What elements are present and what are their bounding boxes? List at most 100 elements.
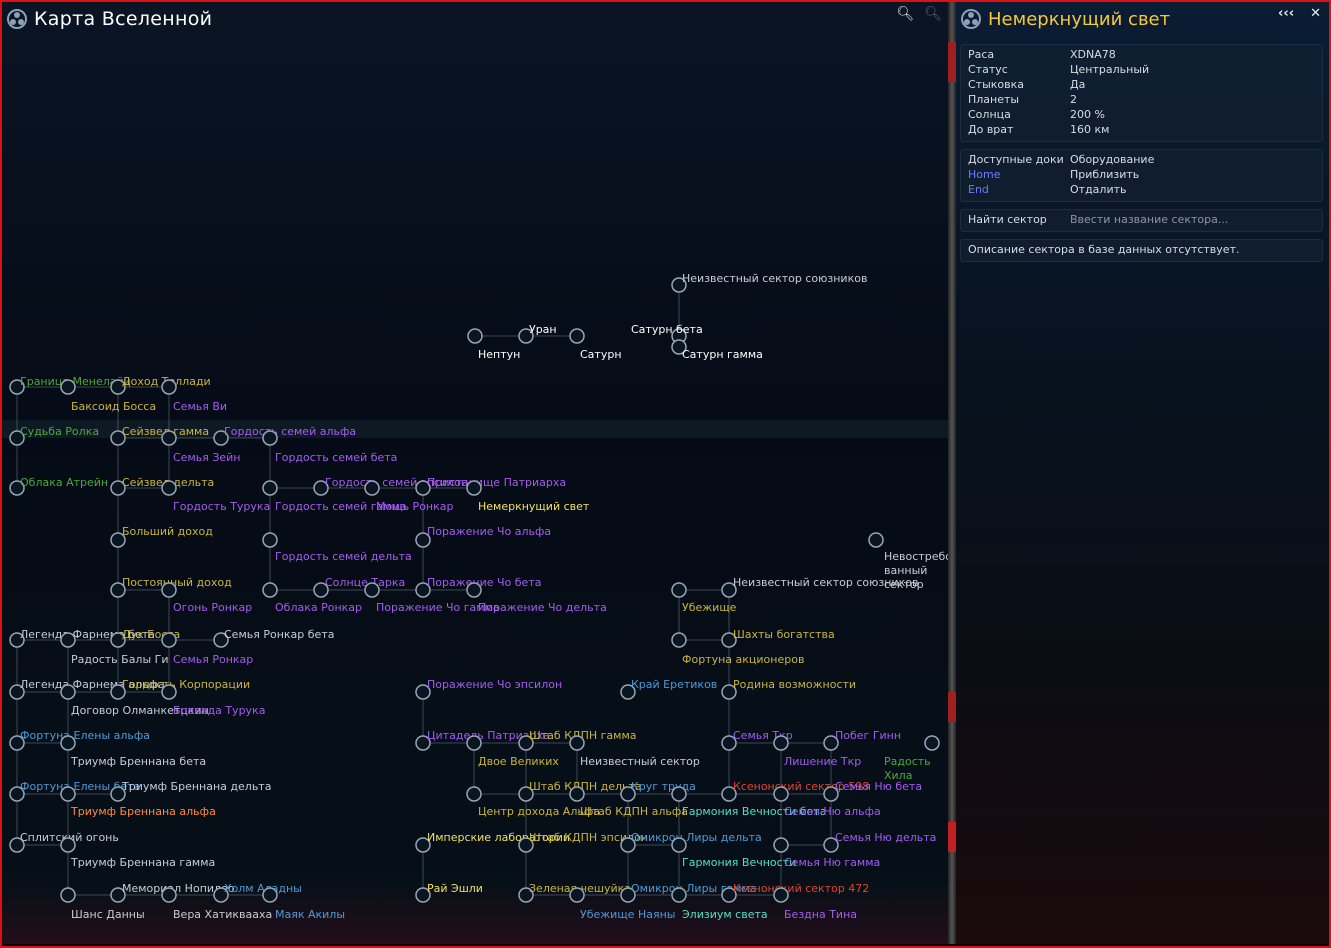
sector-node[interactable]: Облака Ронкар: [262, 582, 362, 614]
sector-node[interactable]: Триумф Бреннана гамма: [60, 837, 215, 869]
sector-node[interactable]: Штаб КДПН дельта: [518, 780, 642, 802]
sector-label[interactable]: Уран: [529, 323, 557, 336]
sector-node[interactable]: Цитадель Патриарха: [415, 729, 550, 751]
sector-gate-icon[interactable]: [60, 837, 76, 853]
sector-gate-icon[interactable]: [823, 735, 839, 751]
sector-gate-icon[interactable]: [60, 684, 76, 700]
sector-label[interactable]: Шахты богатства: [733, 628, 835, 641]
sector-label[interactable]: Лишение Ткр: [784, 755, 861, 768]
sector-gate-icon[interactable]: [415, 837, 431, 853]
sector-gate-icon[interactable]: [262, 582, 278, 598]
sector-gate-icon[interactable]: [773, 735, 789, 751]
sector-gate-icon[interactable]: [518, 328, 534, 344]
sector-gate-icon[interactable]: [823, 786, 839, 802]
sector-node[interactable]: Облака Атрейн: [9, 476, 108, 496]
sector-node[interactable]: Убежище Наяны: [569, 887, 675, 921]
sector-label[interactable]: Поражение Чо дельта: [478, 601, 607, 614]
sector-label[interactable]: Баксоид Босса: [71, 400, 156, 413]
sector-label[interactable]: Мощь Ронкар: [376, 500, 454, 513]
sector-node[interactable]: Неизвестный сектор: [569, 735, 700, 768]
sector-node[interactable]: Радость Балы Ги: [60, 632, 169, 666]
sector-gate-icon[interactable]: [467, 328, 483, 344]
sector-label[interactable]: Облака Атрейн: [20, 476, 108, 489]
sector-node[interactable]: Штаб КДПН эпсилон: [518, 831, 648, 853]
sector-gate-icon[interactable]: [518, 735, 534, 751]
sector-gate-icon[interactable]: [466, 480, 482, 496]
sector-gate-icon[interactable]: [161, 887, 177, 903]
sector-node[interactable]: Маяк Акилы: [262, 887, 345, 921]
sector-node[interactable]: Гордость Корпорации: [110, 678, 250, 700]
sector-gate-icon[interactable]: [620, 837, 636, 853]
sector-gate-icon[interactable]: [110, 684, 126, 700]
sector-label[interactable]: Пристанище Патриарха: [427, 476, 566, 489]
sector-gate-icon[interactable]: [213, 632, 229, 648]
sector-gate-icon[interactable]: [9, 379, 25, 395]
sector-node[interactable]: Пристанище Патриарха: [415, 476, 566, 496]
sector-label[interactable]: Сатурн гамма: [682, 348, 763, 361]
sector-gate-icon[interactable]: [518, 887, 534, 903]
sector-label[interactable]: Поражение Чо эпсилон: [427, 678, 562, 691]
sector-label[interactable]: Сатурн бета: [631, 323, 703, 336]
sector-node[interactable]: Гордость семей бета: [262, 430, 397, 464]
sector-node[interactable]: Побег Гинн: [823, 729, 901, 751]
sector-node[interactable]: Нептун: [467, 328, 520, 361]
sector-node[interactable]: Семья Ню альфа: [773, 786, 881, 818]
close-button[interactable]: ✕: [1310, 6, 1321, 21]
sector-label[interactable]: Гармония Вечности бета: [682, 805, 826, 818]
sector-gate-icon[interactable]: [620, 786, 636, 802]
sector-label[interactable]: Триумф Бреннана дельта: [121, 780, 271, 793]
sector-node[interactable]: Мемориал Нопилео: [110, 882, 235, 903]
sector-gate-icon[interactable]: [262, 887, 278, 903]
sector-label[interactable]: Побег Гинн: [835, 729, 901, 742]
sector-label[interactable]: Семья Ню бета: [835, 780, 922, 793]
sector-label[interactable]: Семья Ню альфа: [784, 805, 881, 818]
sector-node[interactable]: Семья Ви: [161, 379, 227, 413]
sector-label[interactable]: Легенда Фарнема альфа: [20, 678, 165, 691]
sector-label[interactable]: Штаб КДПН гамма: [529, 729, 637, 742]
sector-node[interactable]: Центр дохода Альфа: [466, 786, 600, 818]
sector-node[interactable]: Постоянный доход: [110, 576, 232, 598]
sector-gate-icon[interactable]: [773, 786, 789, 802]
sector-node[interactable]: Убежище: [671, 582, 737, 614]
sector-label[interactable]: Неизвестный сектор союзников: [682, 272, 867, 285]
sector-search-input[interactable]: Ввести название сектора...: [1070, 213, 1229, 226]
sector-gate-icon[interactable]: [364, 582, 380, 598]
sector-node[interactable]: Огонь Ронкар: [161, 582, 252, 614]
sector-node[interactable]: Двое Великих: [466, 735, 559, 768]
sector-node[interactable]: Фортуна Елены альфа: [9, 729, 150, 751]
sector-node[interactable]: Сатурн бета: [631, 323, 703, 344]
sector-label[interactable]: Поражение Чо альфа: [427, 525, 551, 538]
sector-node[interactable]: Легенда Фарнема альфа: [9, 678, 165, 700]
sector-label[interactable]: Радость Балы Ги: [71, 653, 169, 666]
sector-label[interactable]: Омикрон Лиры дельта: [631, 831, 762, 844]
sector-gate-icon[interactable]: [823, 837, 839, 853]
sector-node[interactable]: Семья Ронкар: [161, 632, 253, 666]
sector-label[interactable]: Больший доход: [122, 525, 213, 538]
sector-label[interactable]: Поражение Чо гамма: [376, 601, 500, 614]
sector-node[interactable]: Гармония Вечности: [671, 837, 796, 869]
sector-node[interactable]: Уран: [518, 323, 557, 344]
sector-label[interactable]: Маяк Акилы: [275, 908, 345, 921]
sector-node[interactable]: Бравада Турука: [161, 684, 265, 717]
sector-gate-icon[interactable]: [9, 735, 25, 751]
sector-gate-icon[interactable]: [110, 786, 126, 802]
sector-node[interactable]: Триумф Бреннана дельта: [110, 780, 271, 802]
sector-node[interactable]: Триумф Бреннана альфа: [60, 786, 216, 818]
sector-label[interactable]: Нептун: [478, 348, 520, 361]
sector-label[interactable]: Неизвестный сектор союзников: [733, 576, 918, 589]
sector-node[interactable]: Баксоид Босса: [60, 379, 156, 413]
sector-gate-icon[interactable]: [262, 532, 278, 548]
sector-label[interactable]: Триумф Бреннана гамма: [70, 856, 215, 869]
sector-gate-icon[interactable]: [9, 684, 25, 700]
sector-label[interactable]: Семья Ронкар: [173, 653, 253, 666]
sector-gate-icon[interactable]: [60, 632, 76, 648]
sector-node[interactable]: Омикрон Лиры дельта: [620, 831, 762, 853]
sector-gate-icon[interactable]: [466, 735, 482, 751]
sector-node[interactable]: Неизвестный сектор союзников: [671, 272, 867, 293]
sector-gate-icon[interactable]: [924, 735, 940, 751]
